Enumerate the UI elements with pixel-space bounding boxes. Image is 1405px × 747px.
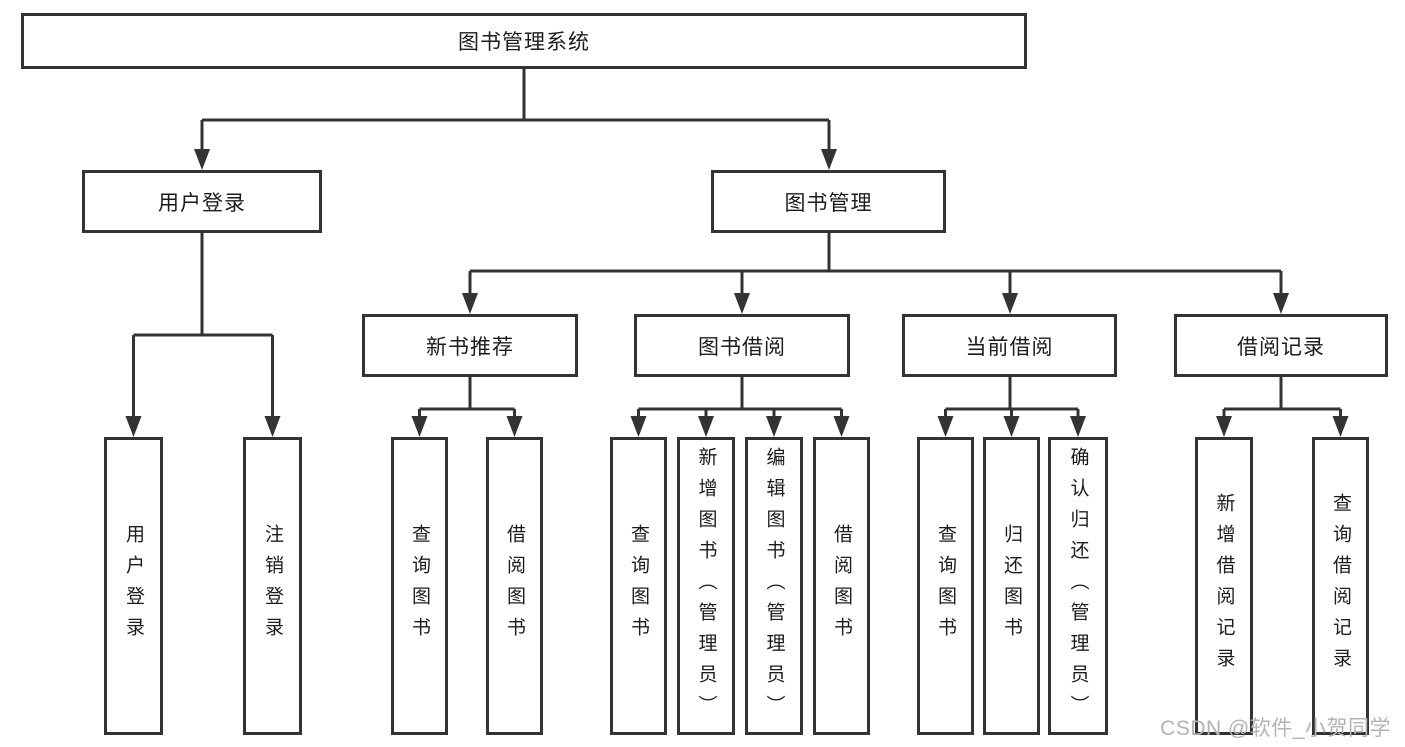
node-borrow-records: 借阅记录 bbox=[1174, 314, 1388, 377]
arrowhead-icon bbox=[411, 416, 428, 437]
node-label: 用户登录 bbox=[158, 191, 246, 215]
node-label: 查询图书 bbox=[628, 524, 649, 648]
arrowhead-icon bbox=[630, 416, 647, 437]
connector-path bbox=[200, 69, 831, 153]
arrowhead-icon bbox=[125, 416, 142, 437]
node-book-mgmt-branch: 图书管理 bbox=[711, 170, 946, 233]
arrowhead-icon bbox=[833, 416, 850, 437]
arrowhead-icon bbox=[506, 416, 523, 437]
arrowhead-icon bbox=[1332, 416, 1349, 437]
connector-path bbox=[132, 233, 274, 420]
node-leaf-query-borrow-rec: 查询借阅记录 bbox=[1312, 437, 1369, 735]
arrowhead-icon bbox=[1070, 416, 1086, 437]
arrowhead-icon bbox=[821, 149, 837, 170]
connector-path bbox=[418, 377, 516, 420]
node-label: 归还图书 bbox=[1001, 524, 1022, 648]
node-label: 借阅图书 bbox=[831, 524, 852, 648]
node-root: 图书管理系统 bbox=[21, 13, 1027, 69]
node-leaf-logout: 注销登录 bbox=[243, 437, 302, 735]
arrowhead-icon bbox=[1003, 416, 1020, 437]
node-label: 借阅记录 bbox=[1237, 335, 1325, 359]
node-label: 新增借阅记录 bbox=[1213, 493, 1235, 679]
connector-path bbox=[944, 377, 1080, 420]
node-label: 确认归还（管理员） bbox=[1067, 446, 1089, 726]
node-label: 图书借阅 bbox=[698, 335, 786, 359]
node-leaf-confirm-return: 确认归还（管理员） bbox=[1048, 437, 1108, 735]
node-leaf-user-login: 用户登录 bbox=[104, 437, 163, 735]
node-label: 图书管理 bbox=[784, 191, 873, 215]
node-label: 查询图书 bbox=[935, 524, 956, 648]
arrowhead-icon bbox=[698, 416, 714, 437]
node-label: 图书管理系统 bbox=[458, 31, 590, 54]
node-label: 用户登录 bbox=[123, 524, 144, 648]
arrowhead-icon bbox=[1273, 293, 1289, 314]
arrowhead-icon bbox=[937, 416, 954, 437]
node-leaf-return-books: 归还图书 bbox=[983, 437, 1040, 735]
watermark: CSDN @软件_小贺同学 bbox=[1160, 717, 1391, 740]
arrowhead-icon bbox=[462, 293, 478, 314]
node-leaf-borrow-books-2: 借阅图书 bbox=[813, 437, 870, 735]
node-label: 查询图书 bbox=[409, 524, 430, 648]
arrowhead-icon bbox=[1216, 416, 1232, 437]
connector-path bbox=[637, 377, 843, 420]
node-leaf-query-books-2: 查询图书 bbox=[610, 437, 667, 735]
node-label: 借阅图书 bbox=[504, 524, 525, 648]
arrowhead-icon bbox=[1002, 293, 1018, 314]
node-label: 新增图书（管理员） bbox=[695, 446, 717, 726]
node-leaf-add-books: 新增图书（管理员） bbox=[677, 437, 735, 735]
node-label: 当前借阅 bbox=[965, 335, 1054, 359]
node-label: 查询借阅记录 bbox=[1330, 493, 1351, 679]
node-current-borrow: 当前借阅 bbox=[902, 314, 1117, 377]
node-leaf-query-books-1: 查询图书 bbox=[391, 437, 448, 735]
node-user-login-branch: 用户登录 bbox=[82, 170, 322, 233]
arrowhead-icon bbox=[766, 416, 782, 437]
node-new-book-rec: 新书推荐 bbox=[362, 314, 578, 377]
node-book-borrow: 图书借阅 bbox=[634, 314, 850, 377]
node-label: 新书推荐 bbox=[426, 335, 514, 359]
arrowhead-icon bbox=[264, 416, 281, 437]
connector-path bbox=[468, 233, 1283, 297]
node-leaf-edit-books: 编辑图书（管理员） bbox=[745, 437, 803, 735]
node-label: 注销登录 bbox=[262, 524, 283, 648]
node-leaf-borrow-books-1: 借阅图书 bbox=[486, 437, 543, 735]
arrowhead-icon bbox=[734, 293, 750, 314]
node-leaf-query-books-3: 查询图书 bbox=[917, 437, 974, 735]
connector-path bbox=[1222, 377, 1342, 420]
node-label: 编辑图书（管理员） bbox=[763, 446, 785, 726]
arrowhead-icon bbox=[194, 149, 210, 170]
node-leaf-add-borrow-rec: 新增借阅记录 bbox=[1195, 437, 1253, 735]
